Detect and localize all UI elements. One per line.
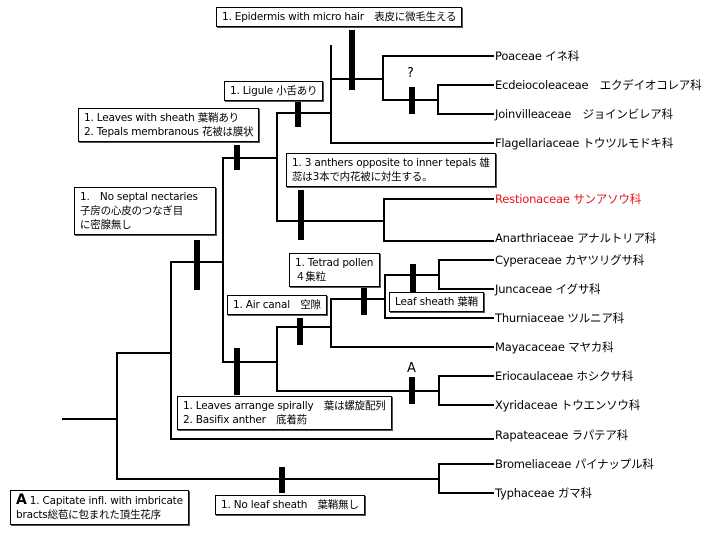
character-box-septal-nectaries: 1. No septal nectaries 子房の心皮のつなぎ目 に密腺無し <box>74 187 216 235</box>
character-text: 1. No leaf sheath 葉鞘無し <box>221 499 359 511</box>
bar-spiral-leaves <box>234 348 240 395</box>
character-box-tetrad-pollen: 1. Tetrad pollen ４集粒 <box>289 253 380 287</box>
bar-anthers <box>298 190 304 240</box>
bar-air-canal <box>297 318 303 345</box>
bar-no-leaf-sheath <box>279 467 285 493</box>
character-box-epidermis: 1. Epidermis with micro hair 表皮に微毛生える <box>216 7 463 27</box>
character-text: ４集粒 <box>295 271 326 283</box>
uncertain-marker: ? <box>407 66 414 81</box>
legend-line: bracts総苞に包まれた頂生花序 <box>16 509 161 521</box>
character-box-spiral-leaves: 1. Leaves arrange spirally 葉は螺旋配列 2. Bas… <box>177 396 392 430</box>
taxon-ecdeiocoleaceae: Ecdeiocoleaceae エクデイオコレア科 <box>495 78 702 92</box>
bar-node-a <box>409 377 415 404</box>
character-text: 1. 3 anthers opposite to inner tepals 雄 <box>292 157 490 169</box>
bar-tetrad-pollen <box>361 288 367 315</box>
taxon-typhaceae: Typhaceae ガマ科 <box>495 486 592 500</box>
character-box-anthers: 1. 3 anthers opposite to inner tepals 雄 … <box>286 153 496 187</box>
bar-ligule <box>295 97 301 127</box>
bar-epidermis <box>349 30 355 90</box>
character-text: 2. Basifix anther 底着葯 <box>183 414 307 426</box>
character-text: 子房の心皮のつなぎ目 <box>80 205 183 217</box>
taxon-bromeliaceae: Bromeliaceae パイナップル科 <box>495 457 654 471</box>
character-text: 1. Leaves arrange spirally 葉は螺旋配列 <box>183 400 386 412</box>
taxon-xyridaceae: Xyridaceae トウエンソウ科 <box>495 398 641 412</box>
legend-box-node-a: A 1. Capitate infl. with imbricate bract… <box>10 490 189 525</box>
bar-uncertain <box>409 87 415 114</box>
character-box-sheath-tepals: 1. Leaves with sheath 葉鞘あり 2. Tepals mem… <box>78 108 260 142</box>
character-text: 1. Air canal 空隙 <box>233 299 321 311</box>
character-text: 1. Epidermis with micro hair 表皮に微毛生える <box>222 11 457 23</box>
taxon-flagellariaceae: Flagellariaceae トウツルモドキ科 <box>495 136 674 150</box>
character-text: 1. No septal nectaries <box>80 191 198 203</box>
bar-sheath-tepals <box>234 145 240 170</box>
taxon-poaceae: Poaceae イネ科 <box>495 49 580 63</box>
taxon-cyperaceae: Cyperaceae カヤツリグサ科 <box>495 253 645 267</box>
node-a-marker: A <box>407 361 416 376</box>
taxon-thurniaceae: Thurniaceae ツルニア科 <box>495 311 624 325</box>
character-text: 1. Leaves with sheath 葉鞘あり <box>84 112 239 124</box>
taxon-anarthriaceae: Anarthriaceae アナルトリア科 <box>495 231 656 245</box>
bar-leaf-sheath <box>410 264 416 292</box>
bar-septal-nectaries <box>194 240 200 290</box>
character-text: Leaf sheath 葉鞘 <box>395 296 478 308</box>
character-text: に密腺無し <box>80 219 132 231</box>
taxon-restionaceae: Restionaceae サンアソウ科 <box>495 192 641 206</box>
character-text: 1. Tetrad pollen <box>295 257 374 269</box>
character-text: 2. Tepals membranous 花被は膜状 <box>84 126 254 138</box>
character-box-ligule: 1. Ligule 小舌あり <box>224 81 324 101</box>
taxon-joinvilleaceae: Joinvilleaceae ジョインビレア科 <box>495 107 673 121</box>
legend-line: 1. Capitate infl. with imbricate <box>29 495 183 507</box>
character-box-air-canal: 1. Air canal 空隙 <box>227 295 327 315</box>
taxon-rapateaceae: Rapateaceae ラパテア科 <box>495 428 628 442</box>
legend-text: A 1. Capitate infl. with imbricate <box>16 493 183 508</box>
character-box-no-leaf-sheath: 1. No leaf sheath 葉鞘無し <box>215 495 365 515</box>
legend-letter: A <box>16 492 27 508</box>
taxon-juncaceae: Juncaceae イグサ科 <box>495 282 601 296</box>
taxon-mayacaceae: Mayacaceae マヤカ科 <box>495 340 614 354</box>
character-text: 蕊は3本で内花被に対生する。 <box>292 171 433 183</box>
character-text: 1. Ligule 小舌あり <box>230 85 318 97</box>
character-box-leaf-sheath: Leaf sheath 葉鞘 <box>389 292 484 312</box>
taxon-eriocaulaceae: Eriocaulaceae ホシクサ科 <box>495 369 634 383</box>
